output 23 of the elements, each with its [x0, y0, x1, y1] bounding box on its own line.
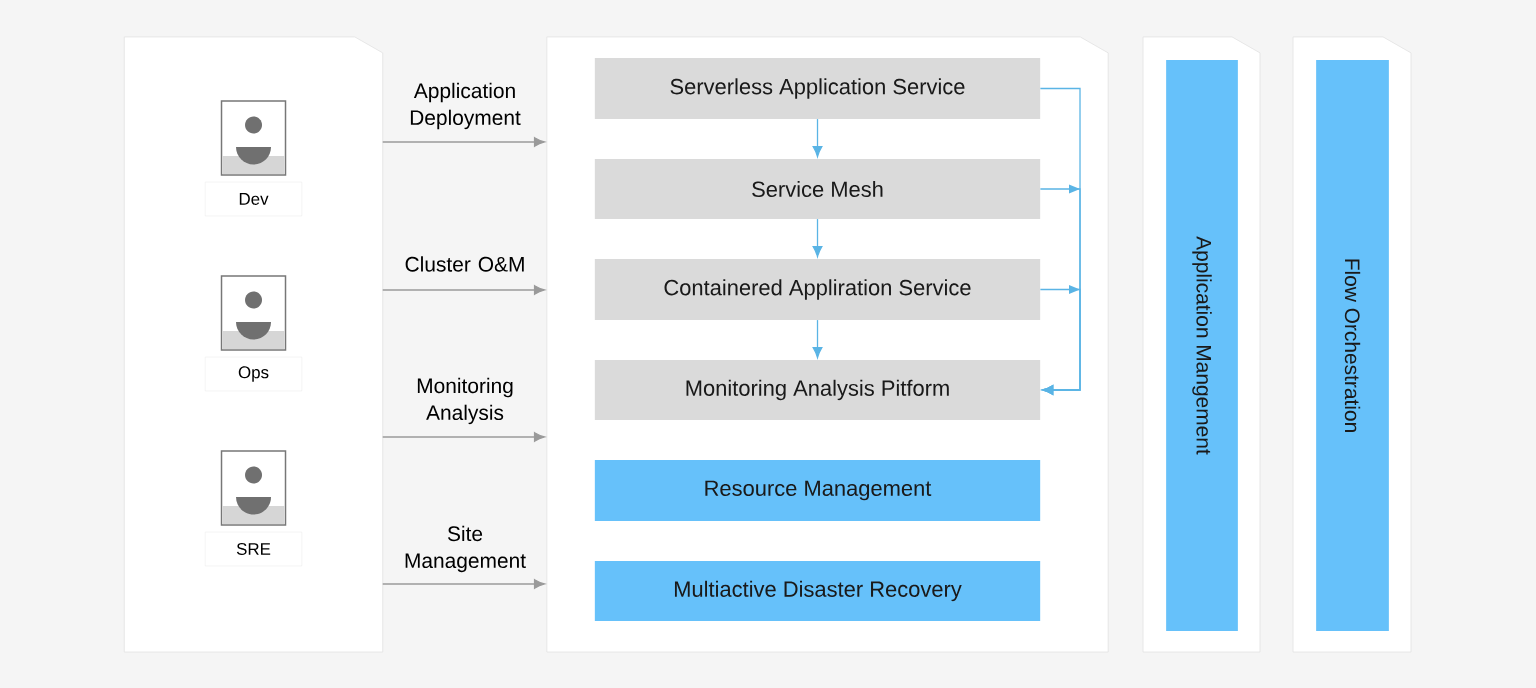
- service-box: Service Mesh: [594, 159, 1041, 219]
- edge-label: Site Management: [405, 525, 526, 573]
- arrow: [812, 218, 823, 258]
- service-box: Containered Appliration Service: [594, 259, 1041, 320]
- edge-label: Application Deployment: [410, 82, 521, 130]
- edge-label: Cluster O&M: [405, 256, 524, 272]
- service-box: Monitoring Analysis Pitform: [594, 360, 1041, 420]
- vertical-bar: Flow Orchestration: [1316, 60, 1389, 631]
- arrow: [382, 579, 546, 589]
- service-box: Serverless Application Service: [594, 58, 1041, 119]
- arrow: [812, 118, 823, 158]
- name-card: Ops: [205, 356, 303, 392]
- arrow: [812, 319, 823, 359]
- vertical-bar: Application Mangement: [1166, 60, 1238, 631]
- module-box: Multiactive Disaster Recovery: [594, 561, 1041, 621]
- arrow: [382, 137, 546, 147]
- arrow: [382, 285, 546, 295]
- name-card: Dev: [205, 181, 303, 217]
- name-card: SRE: [205, 531, 303, 567]
- module-box: Resource Management: [594, 460, 1041, 521]
- arrow: [1039, 285, 1081, 395]
- edge-label: Monitoring Analysis: [417, 377, 513, 425]
- arrow: [382, 432, 546, 442]
